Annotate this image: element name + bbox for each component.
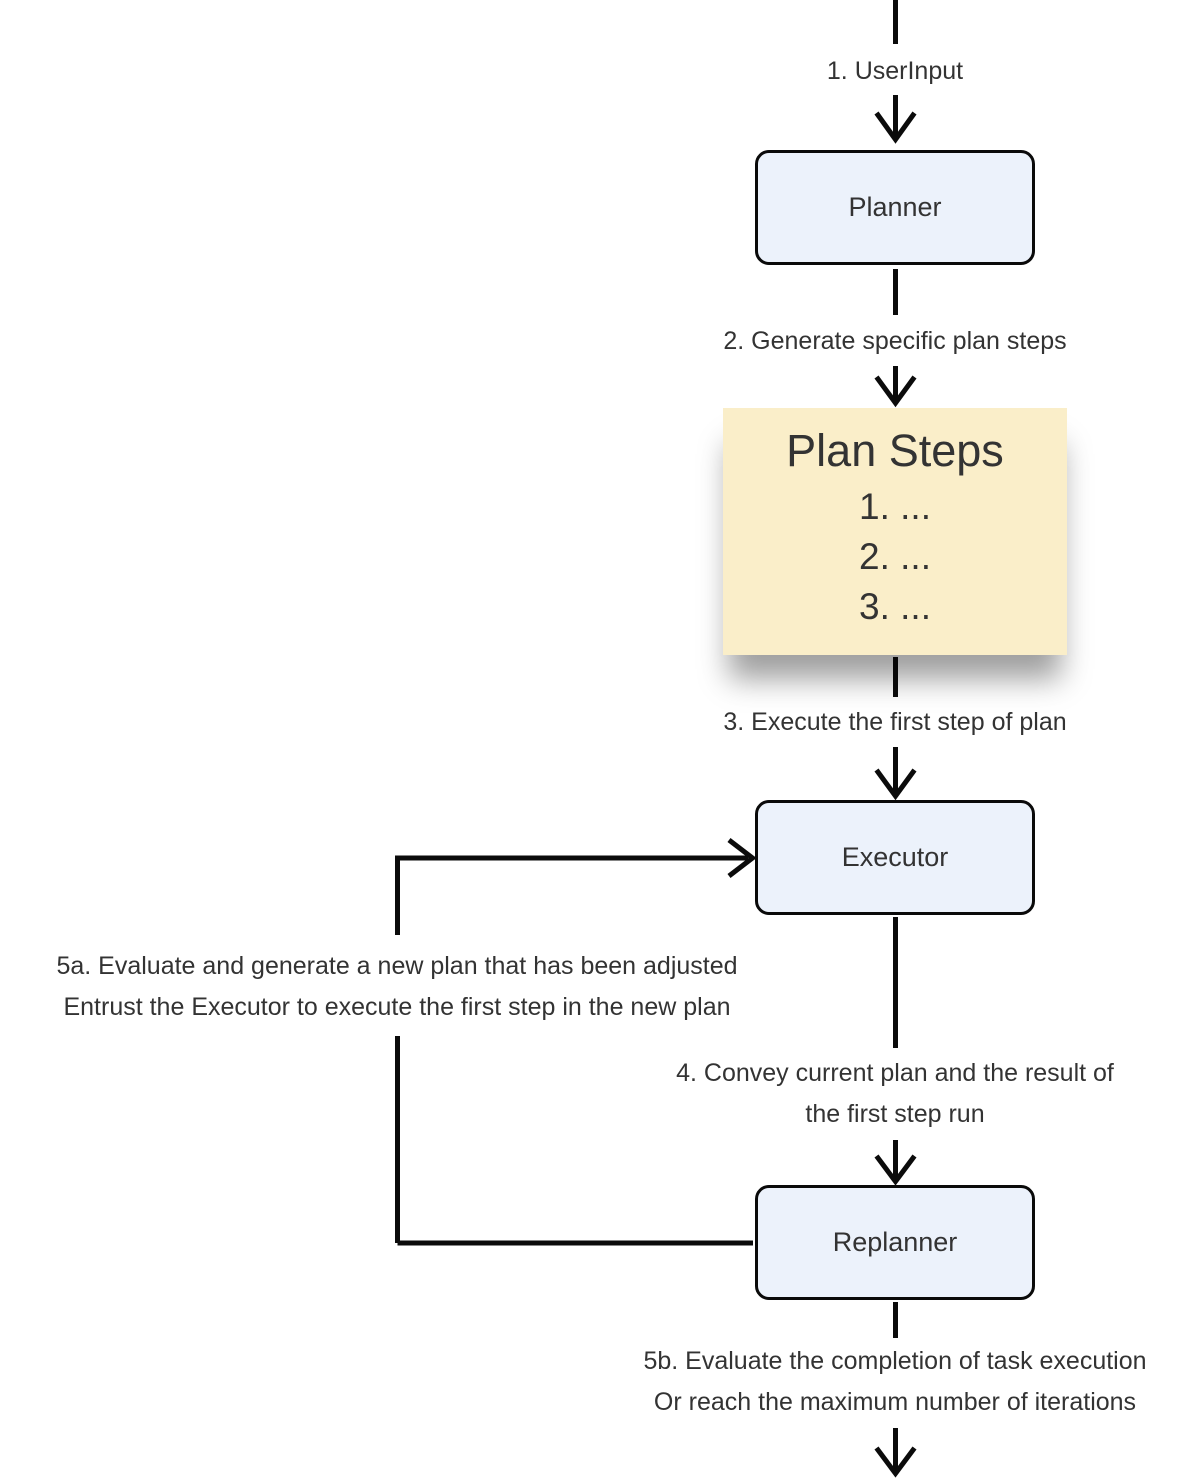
edge-label-replan-loop-line2: Entrust the Executor to execute the firs…: [63, 993, 731, 1021]
node-executor: Executor: [755, 800, 1035, 915]
node-planner: Planner: [755, 150, 1035, 265]
plan-steps-title: Plan Steps: [786, 425, 1004, 476]
plan-steps-list: 1. ... 2. ... 3. ...: [723, 482, 1067, 632]
node-replanner-label: Replanner: [832, 1227, 958, 1257]
edge-label-finish-line2: Or reach the maximum number of iteration…: [653, 1388, 1137, 1416]
node-executor-label: Executor: [841, 842, 949, 872]
edge-label-replan-loop-line1: 5a. Evaluate and generate a new plan tha…: [56, 952, 738, 980]
edge-label-user-input: 1. UserInput: [826, 57, 964, 85]
edge-label-finish-line1: 5b. Evaluate the completion of task exec…: [643, 1347, 1147, 1375]
arrow-down-icon: [874, 375, 917, 408]
edge-label-convey-line1: 4. Convey current plan and the result of: [676, 1059, 1114, 1087]
arrow-down-icon: [874, 111, 917, 144]
node-plan-steps: Plan Steps 1. ... 2. ... 3. ...: [723, 408, 1067, 655]
edge-label-finish: 5b. Evaluate the completion of task exec…: [643, 1341, 1146, 1423]
node-replanner: Replanner: [755, 1185, 1035, 1300]
arrow-down-icon: [874, 768, 917, 801]
plan-step-item: 3. ...: [859, 586, 931, 627]
plan-step-item: 2. ...: [859, 536, 931, 577]
arrow-down-icon: [874, 1446, 917, 1478]
arrow-right-icon: [727, 838, 757, 878]
edge-label-execute-first: 3. Execute the first step of plan: [723, 708, 1067, 736]
node-planner-label: Planner: [848, 192, 942, 222]
edge-label-convey-line2: the first step run: [805, 1100, 985, 1128]
edge-label-generate-plan: 2. Generate specific plan steps: [723, 327, 1067, 355]
edge-convey-line: [874, 917, 917, 1186]
edge-label-replan-loop: 5a. Evaluate and generate a new plan tha…: [56, 946, 737, 1028]
edge-replan-loop-line: [395, 838, 757, 1246]
plan-step-item: 1. ...: [859, 486, 931, 527]
arrow-down-icon: [874, 1154, 917, 1186]
edge-label-convey: 4. Convey current plan and the result of…: [676, 1053, 1114, 1135]
